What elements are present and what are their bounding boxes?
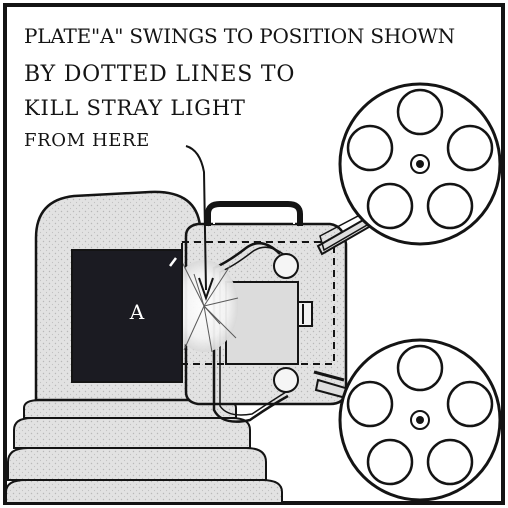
lower-reel [340, 340, 500, 500]
base-tier-3 [8, 448, 266, 480]
base-tier-4 [6, 480, 282, 503]
caption-line-1: PLATE"A" SWINGS TO POSITION SHOWN [24, 24, 455, 48]
plate-a-label: A [112, 300, 162, 324]
upper-reel [340, 84, 500, 244]
caption-line-2: BY DOTTED LINES TO [24, 62, 295, 87]
lens-knob [298, 302, 312, 326]
carry-handle [208, 204, 300, 226]
caption-line-4: FROM HERE [24, 130, 150, 151]
caption-line-3: KILL STRAY LIGHT [24, 96, 246, 120]
base-tier-2 [14, 418, 250, 448]
lower-sprocket [274, 368, 298, 392]
upper-sprocket [274, 254, 298, 278]
